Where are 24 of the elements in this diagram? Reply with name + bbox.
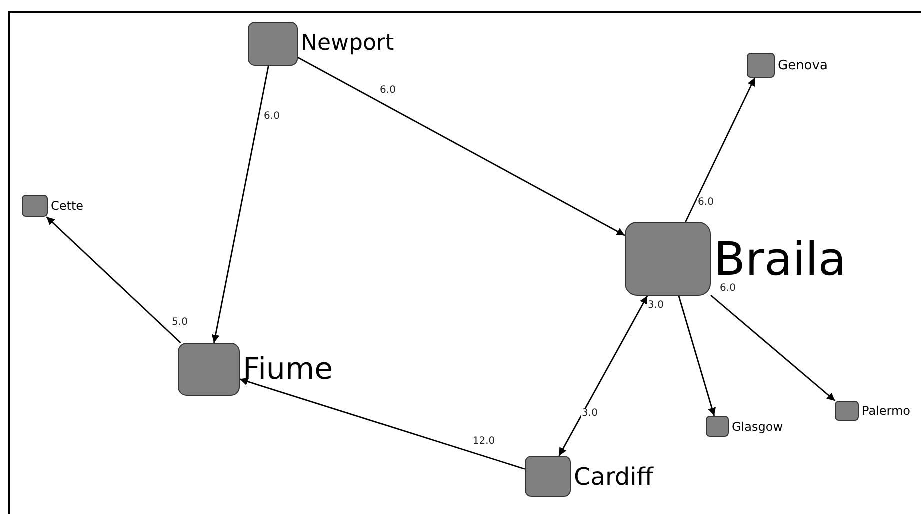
node-label: Cette <box>51 200 84 212</box>
edge-label: 5.0 <box>171 318 189 328</box>
arrow <box>46 216 182 344</box>
arrow <box>710 294 836 402</box>
node-label: Fiume <box>243 354 334 384</box>
arrow <box>212 66 270 344</box>
node-label: Glasgow <box>732 420 784 432</box>
arrow <box>685 78 756 222</box>
node-label: Genova <box>778 59 828 72</box>
arrow <box>558 296 648 456</box>
weight-label: 3.0 <box>647 301 665 311</box>
arrow <box>240 378 526 470</box>
edge-label: 3.0 <box>581 409 599 419</box>
edge-label: 6.0 <box>719 284 737 294</box>
arrow <box>678 296 716 416</box>
arrow <box>298 57 626 236</box>
node-label: Braila <box>714 236 846 282</box>
edge-label: 6.0 <box>379 86 397 96</box>
edge-label: 6.0 <box>697 198 715 208</box>
node-label: Palermo <box>862 405 911 417</box>
node-label: Newport <box>301 33 394 55</box>
edge-label: 12.0 <box>472 437 496 447</box>
node-label: Cardiff <box>574 464 654 488</box>
edge-label: 6.0 <box>263 112 281 122</box>
